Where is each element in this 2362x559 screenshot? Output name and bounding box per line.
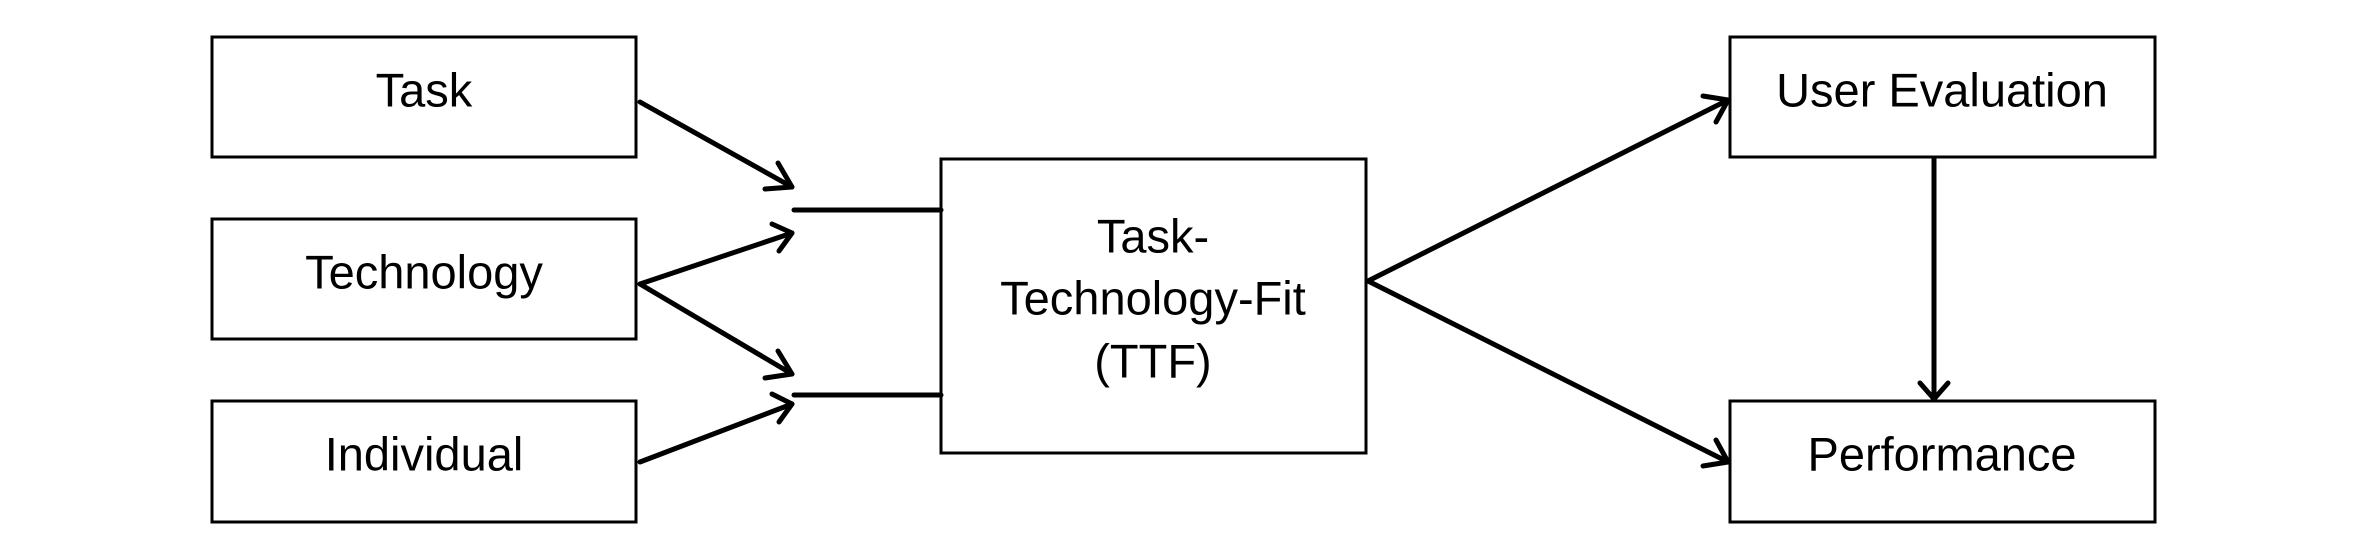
arrowhead-task-to-ttf	[762, 160, 795, 192]
ttf-node: Task- Technology-Fit (TTF)	[939, 157, 1368, 455]
performance-label: Performance	[1807, 427, 2076, 480]
ttf-label-line-1: Task-	[1097, 209, 1209, 262]
technology-label: Technology	[305, 245, 543, 298]
arrow-ttf-to-user-evaluation	[1365, 97, 1731, 284]
arrowhead-individual-to-ttf	[769, 391, 795, 425]
ttf-label-line-2: Technology-Fit	[1000, 271, 1306, 324]
user-evaluation-node: User Evaluation	[1728, 35, 2157, 159]
task-node: Task	[210, 35, 638, 159]
individual-node: Individual	[210, 399, 638, 524]
arrow-technology-to-ttf-lower	[637, 281, 795, 377]
arrow-task-to-ttf	[637, 99, 795, 190]
arrowhead-technology-to-ttf-lower	[762, 348, 795, 381]
arrowhead-ttf-to-user-evaluation	[1700, 93, 1731, 125]
arrow-ttf-to-performance	[1365, 278, 1731, 465]
performance-node: Performance	[1728, 399, 2157, 524]
arrow-technology-to-ttf-upper	[637, 230, 795, 287]
technology-node: Technology	[210, 217, 638, 341]
arrow-individual-to-ttf	[637, 401, 795, 465]
arrowhead-technology-to-ttf-upper	[769, 221, 795, 254]
user-evaluation-label: User Evaluation	[1776, 63, 2108, 116]
ttf-label-line-3: (TTF)	[1094, 334, 1211, 387]
task-label: Task	[376, 63, 473, 116]
arrowhead-user-evaluation-to-performance	[1917, 380, 1951, 402]
arrowhead-ttf-to-performance	[1700, 437, 1731, 469]
individual-label: Individual	[325, 427, 524, 480]
